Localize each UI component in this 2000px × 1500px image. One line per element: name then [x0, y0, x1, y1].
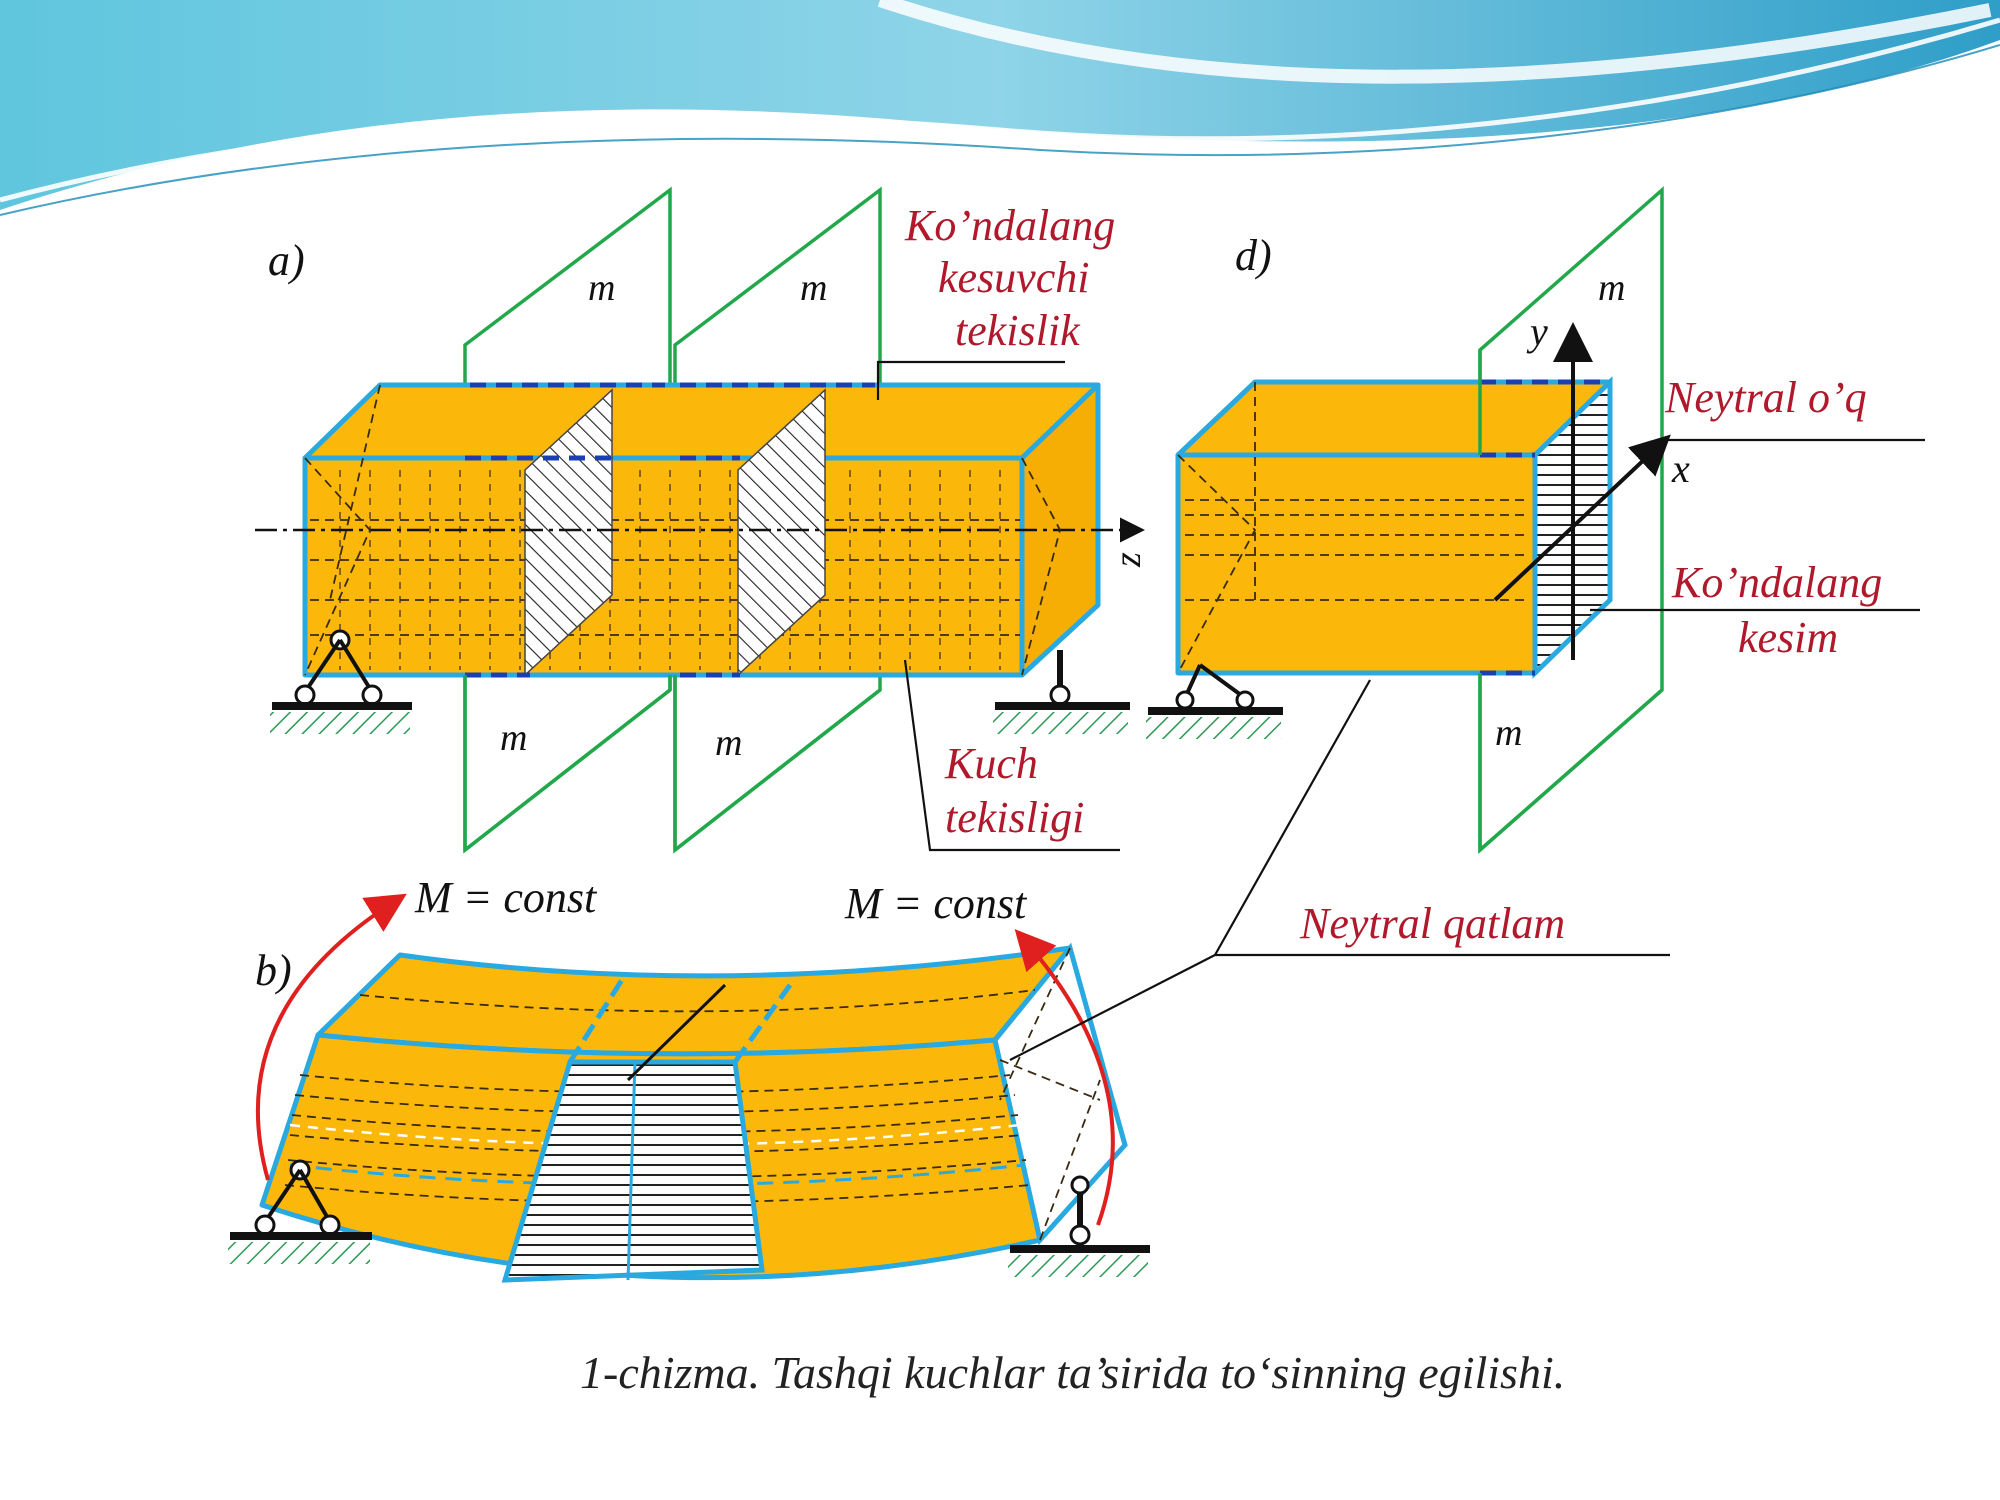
- neutral-layer-label: Neytral qatlam: [1299, 899, 1565, 948]
- x-axis: [1493, 434, 1671, 602]
- left-pin-support: [270, 629, 412, 734]
- moment-arrow-left: [255, 893, 407, 1181]
- beam-top-face: [302, 382, 1101, 461]
- transverse-plane-label-line3: tekislik: [955, 306, 1081, 355]
- axis-y-label: y: [1526, 309, 1548, 354]
- neutral-axis-label: Neytral o’q: [1664, 373, 1867, 422]
- force-plane-leader: [903, 659, 1120, 852]
- moment-arrow-right: [1014, 929, 1115, 1226]
- transverse-plane-label-line1: Ko’ndalang: [904, 201, 1115, 250]
- neutral-layer-line: [626, 983, 727, 1082]
- right-roller-support: [993, 650, 1130, 734]
- header-wave: [0, 0, 2000, 216]
- moment-left-label: M = const: [414, 873, 598, 922]
- axis-x-label: x: [1671, 446, 1690, 491]
- bent-beam-end-face: [992, 942, 1128, 1246]
- plane-m-label: m: [500, 717, 527, 759]
- panel-b-label: b): [255, 946, 292, 995]
- bent-left-support: [228, 1159, 372, 1264]
- transverse-plane-leader: [876, 360, 1065, 400]
- plane-m-label: m: [1598, 267, 1625, 309]
- transverse-plane-label-line2: kesuvchi: [938, 253, 1089, 302]
- plane-m-label: m: [800, 267, 827, 309]
- cross-section-label-line2: kesim: [1738, 613, 1838, 662]
- figure-caption: 1-chizma. Tashqi kuchlar ta’sirida to‘si…: [580, 1347, 1565, 1398]
- panel-a-label: a): [268, 236, 305, 285]
- section-cut-2: [737, 388, 826, 677]
- force-plane-label-line1: Kuch: [944, 739, 1038, 788]
- segment-front-face: [1175, 452, 1538, 676]
- bent-beam-top-face: [315, 945, 1073, 1057]
- segment-support: [1146, 663, 1283, 739]
- panel-a-beam: a) z: [255, 186, 1149, 852]
- panel-b-bent-beam: b): [228, 679, 1670, 1283]
- moment-right-label: M = const: [844, 879, 1028, 928]
- plane-m-label: m: [715, 722, 742, 764]
- plane-m-label: m: [1495, 712, 1522, 754]
- panel-d-section: d) y x m m Neytral o’q Ko’n: [1146, 186, 1925, 854]
- beam-front-face: [302, 455, 1025, 678]
- cross-section-label-line1: Ko’ndalang: [1671, 558, 1882, 607]
- panel-d-label: d): [1235, 231, 1272, 280]
- bent-right-support: [1008, 1175, 1150, 1277]
- force-plane-label-line2: tekisligi: [945, 793, 1084, 842]
- axis-z-label: z: [1107, 552, 1149, 568]
- plane-m-label: m: [588, 267, 615, 309]
- section-cut-1: [524, 388, 613, 677]
- neutral-layer-leader: [1009, 679, 1670, 1061]
- bent-section: [501, 1059, 765, 1283]
